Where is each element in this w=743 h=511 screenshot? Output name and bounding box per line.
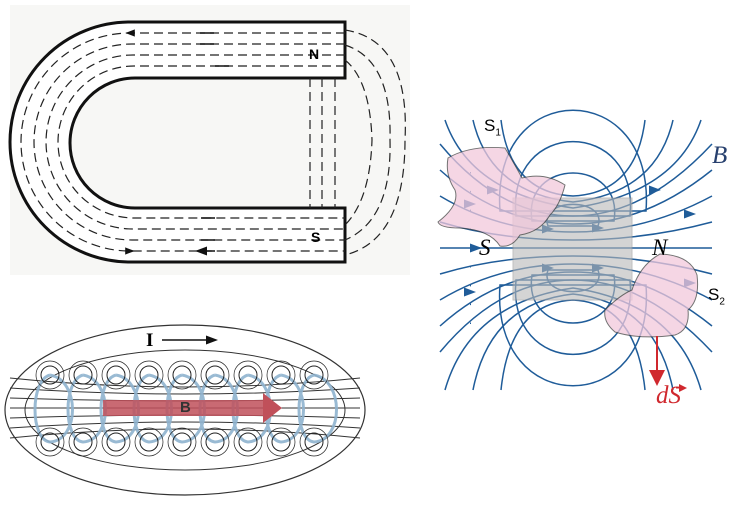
wire-cross-section (40, 365, 60, 385)
surface-s1 (437, 147, 566, 247)
bar-north-label: N (652, 235, 668, 260)
field-arrow-head (263, 393, 282, 423)
field-line (500, 119, 646, 197)
wire-cross-section (73, 432, 93, 452)
wire-field-circle (68, 427, 98, 457)
field-label: B (712, 142, 728, 169)
wire-cross-section (304, 365, 324, 385)
wire-cross-section (205, 365, 225, 385)
field-arrow-body (103, 400, 263, 416)
wire-cross-section (40, 432, 60, 452)
current-label: I (146, 330, 154, 351)
wire-cross-section (205, 432, 225, 452)
surface2-label: S2 (708, 286, 725, 307)
wire-field-circle (167, 360, 197, 390)
surface-s2 (604, 253, 699, 338)
wire-field-circle (101, 360, 131, 390)
wire-cross-section (271, 432, 291, 452)
wire-field-circle (134, 427, 164, 457)
wire-cross-section (271, 365, 291, 385)
wire-field-circle (200, 360, 230, 390)
wire-field-circle (35, 360, 65, 390)
south-pole-label: S (311, 229, 321, 245)
horseshoe-magnet (8, 5, 410, 275)
wire-field-circle (68, 360, 98, 390)
wire-cross-section (106, 365, 126, 385)
wire-field-circle (233, 360, 263, 390)
wire-cross-section (304, 432, 324, 452)
wire-cross-section (238, 432, 258, 452)
wire-cross-section (139, 432, 159, 452)
wire-field-circle (299, 360, 329, 390)
surface1-subscript: 1 (495, 127, 501, 139)
wire-cross-section (139, 365, 159, 385)
wire-field-circle (200, 427, 230, 457)
surface2-subscript: 2 (719, 296, 725, 308)
surface1-label: S1 (484, 117, 501, 138)
wire-field-circle (134, 360, 164, 390)
bar-magnet-diagram (437, 109, 713, 392)
wire-field-circle (266, 360, 296, 390)
solenoid-field-line (9, 421, 361, 429)
surface1-letter: S (484, 116, 496, 135)
wire-field-circle (299, 427, 329, 457)
wire-cross-section (238, 365, 258, 385)
wire-field-circle (35, 427, 65, 457)
wire-cross-section (172, 432, 192, 452)
area-vector-label: dS (656, 382, 681, 409)
wire-field-circle (266, 427, 296, 457)
wire-cross-section (172, 365, 192, 385)
north-pole-label: N (309, 46, 320, 62)
surface2-letter: S (708, 285, 720, 304)
solenoid (4, 324, 366, 496)
wire-field-circle (101, 427, 131, 457)
wire-field-circle (167, 427, 197, 457)
wire-field-circle (233, 427, 263, 457)
wire-cross-section (106, 432, 126, 452)
solenoid-coil (297, 373, 338, 444)
solenoid-field-line (9, 387, 361, 395)
solenoid-field-line (9, 428, 361, 439)
solenoid-field-label: B (180, 399, 191, 416)
bar-south-label: S (479, 235, 491, 260)
wire-cross-section (73, 365, 93, 385)
horseshoe-field-lines (20, 29, 406, 256)
